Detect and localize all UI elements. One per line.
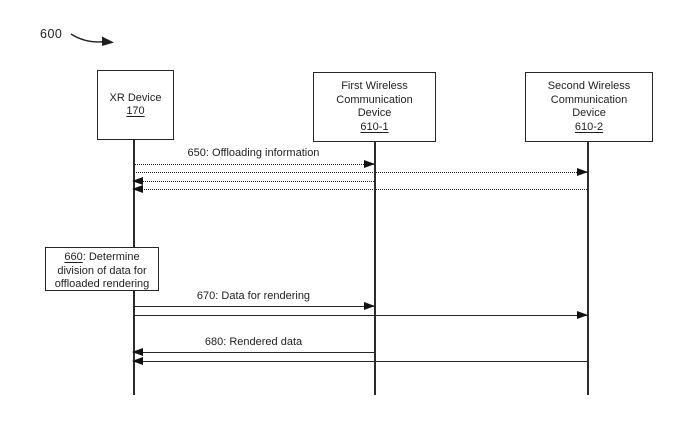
actor-name: Communication [550, 93, 628, 106]
actor-box-xr-device: XR Device 170 [97, 70, 174, 140]
actor-name: Communication [336, 93, 413, 106]
arrowhead-left-icon [132, 347, 143, 356]
actor-ref: 610-1 [360, 120, 389, 133]
actor-name: XR Device [109, 91, 162, 104]
message-arrow-650-second-to-xr [132, 184, 587, 193]
arrowhead-right-icon [577, 167, 588, 176]
message-arrow-650-xr-to-second [133, 167, 588, 176]
arrowhead-right-icon [364, 301, 375, 310]
actor-name: Second Wireless [547, 80, 631, 92]
message-label-650: 650: Offloading information [187, 147, 320, 159]
actor-ref: 610-2 [574, 120, 604, 133]
message-label-670: 670: Data for rendering [196, 290, 311, 302]
arrowhead-left-icon [132, 176, 143, 185]
actor-name: Device [572, 107, 606, 119]
arrowhead-left-icon [132, 356, 143, 365]
lifeline-first-wireless-device [374, 141, 376, 395]
note-text: : Determine division of data for offload… [54, 251, 150, 290]
arrowhead-right-icon [364, 159, 375, 168]
actor-box-first-wireless-device: First Wireless Communication Device 610-… [313, 72, 436, 142]
arrowhead-right-icon [577, 310, 588, 319]
actor-name: Device [357, 107, 392, 119]
message-label-680: 680: Rendered data [204, 336, 303, 348]
note-ref: 660 [64, 251, 83, 263]
message-arrow-670-xr-to-second [133, 310, 588, 319]
note-box-660: 660: Determine division of data for offl… [45, 247, 159, 291]
figure-reference-label: 600 [40, 27, 63, 41]
lifeline-second-wireless-device [587, 141, 589, 395]
actor-box-second-wireless-device: Second Wireless Communication Device 610… [525, 72, 653, 142]
arrowhead-left-icon [132, 184, 143, 193]
message-arrow-650-xr-to-first [133, 159, 375, 168]
message-arrow-650-first-to-xr [132, 176, 374, 185]
figure-reference-arrow [70, 33, 114, 46]
actor-name: First Wireless [341, 80, 408, 92]
message-arrow-680-second-to-xr [132, 356, 587, 365]
message-arrow-680-first-to-xr [132, 347, 374, 356]
actor-ref: 170 [126, 105, 145, 117]
message-arrow-670-xr-to-first [133, 301, 375, 310]
